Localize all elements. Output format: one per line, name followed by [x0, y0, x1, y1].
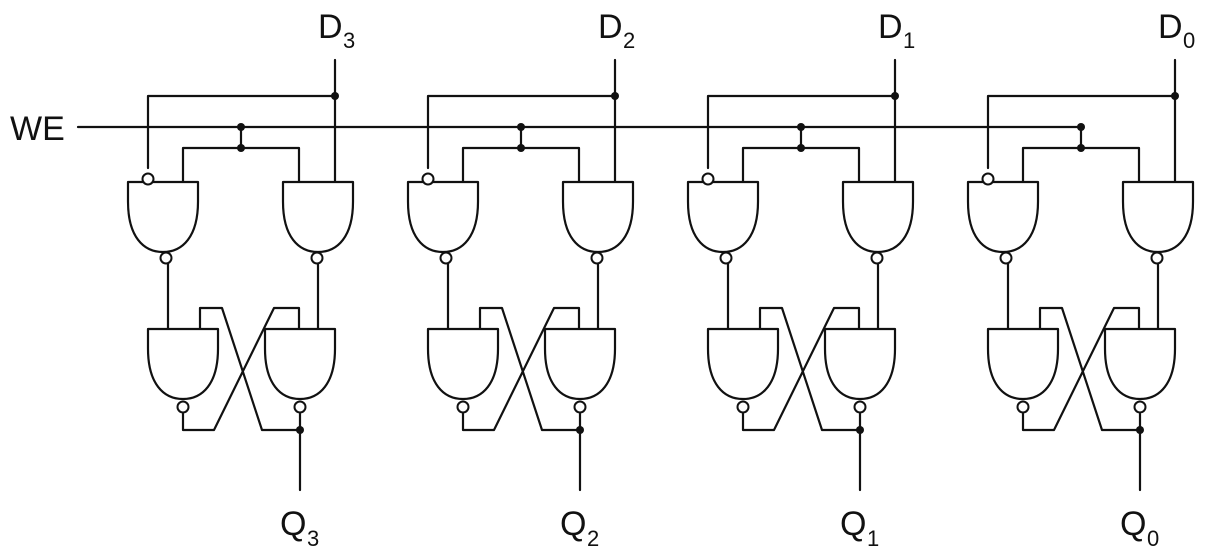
data-input-label: D: [1158, 8, 1183, 46]
junction-dot: [856, 426, 864, 434]
output-subscript: 0: [1147, 526, 1159, 551]
data-input-subscript: 2: [623, 28, 635, 53]
output-bubble: [590, 251, 604, 265]
nand-gate-latch-right: [1103, 327, 1177, 401]
output-bubble: [870, 251, 884, 265]
output-label: Q: [560, 505, 586, 543]
junction-dot: [237, 123, 245, 131]
nand-gate-latch-right: [823, 327, 897, 401]
junction-dot: [1077, 123, 1085, 131]
output-bubble: [159, 251, 173, 265]
cross-wire-left: [1021, 306, 1141, 432]
junction-dot: [797, 123, 805, 131]
junction-dot: [1171, 92, 1179, 100]
nand-gate-latch-left: [706, 327, 780, 401]
output-bubble: [719, 251, 733, 265]
output-bubble: [736, 400, 750, 414]
output-bubble: [310, 251, 324, 265]
nand-gate-input-left: [966, 180, 1040, 254]
cross-wire-right: [758, 306, 862, 432]
cross-wire-left: [181, 306, 301, 432]
junction-dot: [517, 123, 525, 131]
junction-dot: [576, 426, 584, 434]
data-branch-wire: [426, 94, 617, 170]
junction-dot: [797, 144, 805, 152]
output-bubble: [1016, 400, 1030, 414]
junction-dot: [237, 144, 245, 152]
input-inverter-bubble: [421, 172, 435, 186]
nand-gate-latch-right: [543, 327, 617, 401]
output-bubble: [439, 251, 453, 265]
output-bubble: [853, 400, 867, 414]
output-label: Q: [1120, 505, 1146, 543]
we-branch-wire-left: [1021, 125, 1083, 184]
cross-wire-right: [198, 306, 302, 432]
cross-wire-left: [461, 306, 581, 432]
output-subscript: 3: [307, 526, 319, 551]
nand-gate-latch-left: [986, 327, 1060, 401]
junction-dot: [331, 92, 339, 100]
junction-dot: [891, 92, 899, 100]
nand-gate-input-left: [686, 180, 760, 254]
we-branch-wire-left: [461, 125, 523, 184]
data-input-subscript: 0: [1183, 28, 1195, 53]
we-branch-wire-left: [181, 125, 243, 184]
we-branch-wire-right: [239, 146, 301, 184]
output-bubble: [1133, 400, 1147, 414]
output-bubble: [456, 400, 470, 414]
nand-gate-latch-left: [426, 327, 500, 401]
nand-gate-input-right: [1121, 180, 1195, 254]
nand-gate-input-right: [841, 180, 915, 254]
junction-dot: [296, 426, 304, 434]
data-input-subscript: 1: [903, 28, 915, 53]
output-bubble: [1150, 251, 1164, 265]
nand-gate-latch-right: [263, 327, 337, 401]
we-branch-wire-left: [741, 125, 803, 184]
data-input-label: D: [318, 8, 343, 46]
input-inverter-bubble: [981, 172, 995, 186]
we-branch-wire-right: [1079, 146, 1141, 184]
nand-gate-latch-left: [146, 327, 220, 401]
data-input-label: D: [878, 8, 903, 46]
data-branch-wire: [986, 94, 1177, 170]
nand-gate-input-right: [281, 180, 355, 254]
we-branch-wire-right: [519, 146, 581, 184]
data-input-label: D: [598, 8, 623, 46]
we-label: WE: [10, 110, 65, 148]
input-inverter-bubble: [701, 172, 715, 186]
output-bubble: [176, 400, 190, 414]
junction-dot: [611, 92, 619, 100]
nand-gate-input-right: [561, 180, 635, 254]
output-bubble: [293, 400, 307, 414]
output-subscript: 1: [867, 526, 879, 551]
output-bubble: [573, 400, 587, 414]
cross-wire-left: [741, 306, 861, 432]
data-branch-wire: [706, 94, 897, 170]
junction-dot: [517, 144, 525, 152]
nand-gate-input-left: [126, 180, 200, 254]
nand-gate-input-left: [406, 180, 480, 254]
data-branch-wire: [146, 94, 337, 170]
data-input-subscript: 3: [343, 28, 355, 53]
output-bubble: [999, 251, 1013, 265]
output-subscript: 2: [587, 526, 599, 551]
we-branch-wire-right: [799, 146, 861, 184]
cross-wire-right: [1038, 306, 1142, 432]
input-inverter-bubble: [141, 172, 155, 186]
cross-wire-right: [478, 306, 582, 432]
output-label: Q: [280, 505, 306, 543]
junction-dot: [1077, 144, 1085, 152]
junction-dot: [1136, 426, 1144, 434]
output-label: Q: [840, 505, 866, 543]
